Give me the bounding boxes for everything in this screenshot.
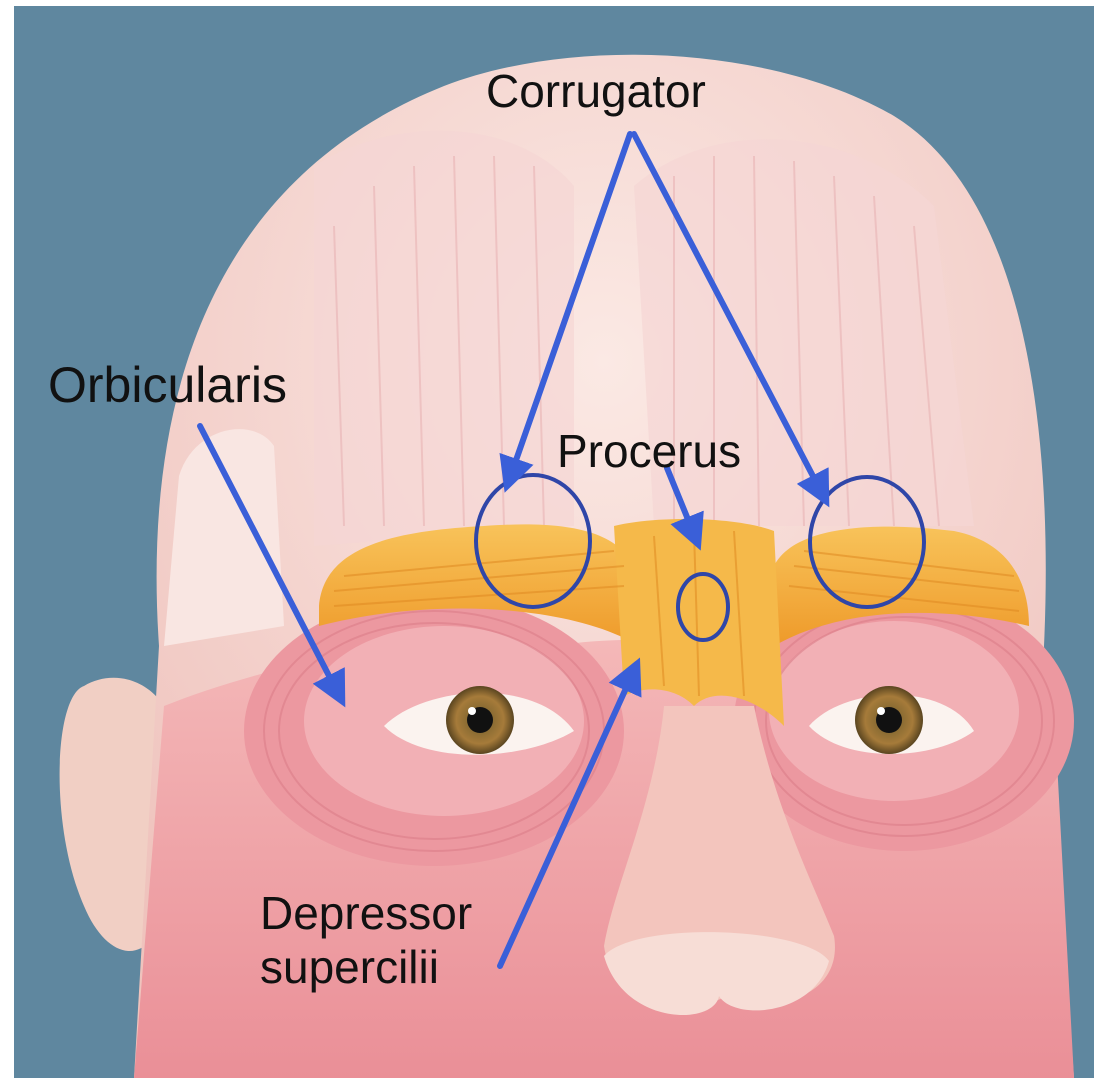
label-procerus: Procerus: [557, 424, 741, 478]
label-corrugator: Corrugator: [486, 64, 706, 118]
label-depressor-line2: supercilii: [260, 940, 472, 994]
label-depressor-line1: Depressor: [260, 886, 472, 940]
label-orbicularis: Orbicularis: [48, 356, 287, 414]
diagram-frame: Corrugator Orbicularis Procerus Depresso…: [14, 6, 1094, 1078]
label-depressor-supercilii: Depressor supercilii: [260, 886, 472, 994]
face-muscle-illustration: [14, 6, 1094, 1078]
